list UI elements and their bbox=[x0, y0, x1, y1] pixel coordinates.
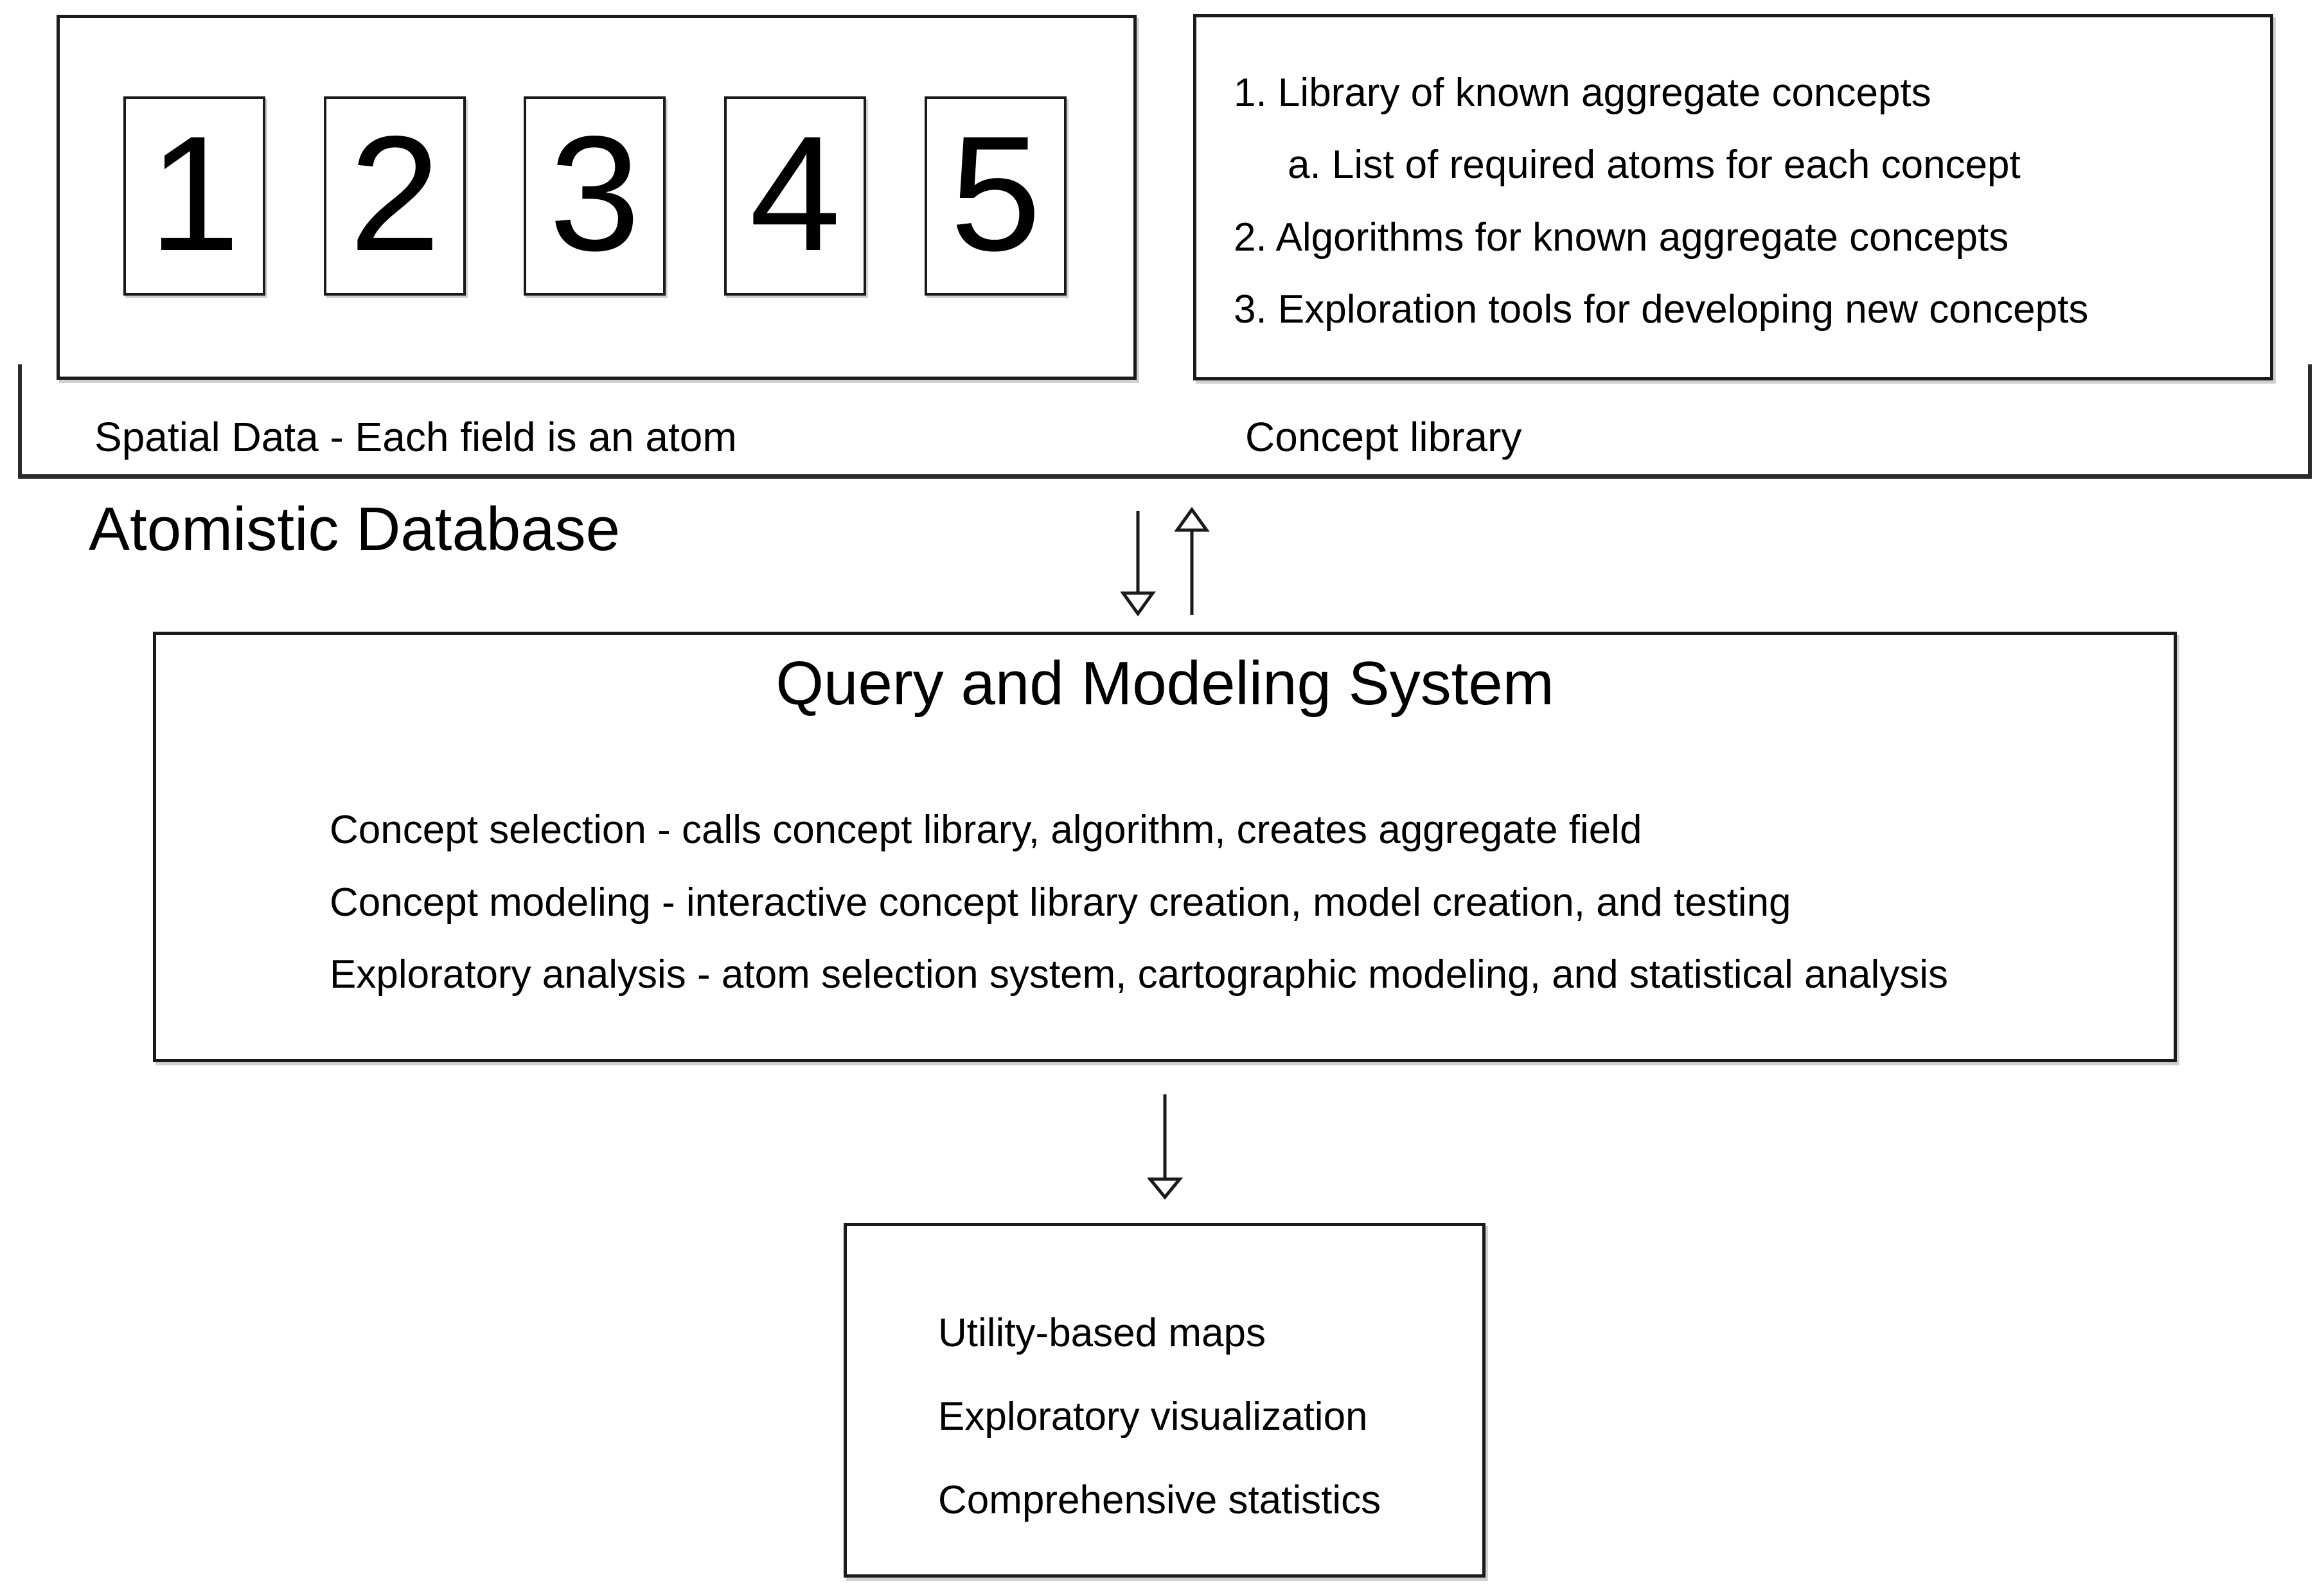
spatial-data-box: 1 2 3 4 5 bbox=[57, 15, 1137, 380]
concept-library-subitem: a. List of required atoms for each conce… bbox=[1288, 143, 2021, 187]
arrow-up-to-database bbox=[1175, 506, 1210, 615]
atom-cell-3: 3 bbox=[524, 96, 666, 296]
atom-cell-2: 2 bbox=[324, 96, 466, 296]
atom-cell-4: 4 bbox=[724, 96, 866, 296]
query-system-line: Concept modeling - interactive concept l… bbox=[330, 880, 1791, 925]
atom-cell-1: 1 bbox=[123, 96, 265, 296]
query-system-line: Exploratory analysis - atom selection sy… bbox=[330, 952, 1948, 997]
arrow-down-to-query bbox=[1121, 511, 1156, 617]
arrow-down-to-outputs bbox=[1148, 1094, 1184, 1200]
concept-library-box: 1. Library of known aggregate concepts a… bbox=[1193, 14, 2273, 380]
concept-library-item: 1. Library of known aggregate concepts bbox=[1234, 71, 1931, 115]
query-system-line: Concept selection - calls concept librar… bbox=[330, 808, 1642, 852]
concept-library-caption: Concept library bbox=[1245, 414, 1522, 460]
concept-library-item: 2. Algorithms for known aggregate concep… bbox=[1234, 215, 2009, 260]
query-modeling-system-box: Query and Modeling System Concept select… bbox=[153, 632, 2177, 1062]
output-line: Comprehensive statistics bbox=[938, 1478, 1381, 1522]
atom-cell-5: 5 bbox=[925, 96, 1067, 296]
output-line: Exploratory visualization bbox=[938, 1394, 1368, 1439]
spatial-data-caption: Spatial Data - Each field is an atom bbox=[94, 414, 737, 460]
query-modeling-system-title: Query and Modeling System bbox=[776, 649, 1554, 718]
atomistic-database-title: Atomistic Database bbox=[89, 495, 621, 564]
outputs-box: Utility-based maps Exploratory visualiza… bbox=[844, 1223, 1486, 1578]
bracket-right-tick bbox=[2308, 364, 2312, 479]
bracket-bottom-line bbox=[18, 474, 2312, 479]
bracket-left-tick bbox=[18, 364, 22, 479]
output-line: Utility-based maps bbox=[938, 1311, 1266, 1355]
concept-library-item: 3. Exploration tools for developing new … bbox=[1234, 287, 2089, 332]
